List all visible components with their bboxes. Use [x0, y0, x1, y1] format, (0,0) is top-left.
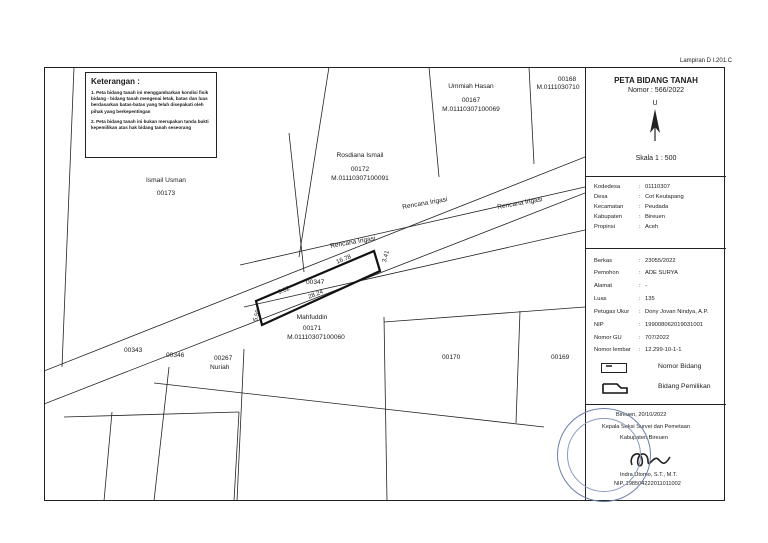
parcel-number-label: 00173	[156, 190, 176, 197]
signature-place-date: Bireuen, 20/10/2022	[616, 412, 667, 418]
parcel-nib-label: M.01110307100091	[331, 175, 389, 182]
keterangan-box: Keterangan : 1. Peta bidang tanah ini me…	[85, 72, 217, 158]
divider	[586, 248, 726, 249]
signature-name: Indra Utomo, S.T., M.T.	[620, 472, 678, 478]
map-frame	[44, 67, 725, 501]
parcel-number-label: 00343	[124, 347, 143, 354]
panel-title: PETA BIDANG TANAH	[614, 76, 698, 85]
parcel-map	[44, 67, 585, 501]
parcel-number-label: 00346	[166, 352, 185, 359]
legend-nomor-bidang-symbol	[601, 363, 627, 373]
subject-parcel	[254, 249, 382, 327]
divider	[586, 404, 726, 405]
subject-parcel-number: 00347	[306, 279, 325, 286]
keterangan-item: 1. Peta bidang tanah ini menggambarkan k…	[91, 90, 209, 114]
parcel-nib-label: M.01110307100069	[442, 106, 500, 113]
parcel-number-label: 00169	[551, 354, 570, 361]
scale-label: Skala 1 : 500	[635, 155, 677, 162]
divider	[586, 176, 726, 177]
north-letter: U	[652, 100, 658, 107]
parcel-number-label: 00172	[350, 166, 370, 173]
parcel-number-label: 00170	[442, 354, 461, 361]
legend-label: Nomor Bidang	[658, 363, 702, 370]
parcel-owner-label: Rosdiana Ismail	[336, 152, 384, 159]
parcel-number-label: 00167	[461, 97, 481, 104]
parcel-nib-label: M.0111030710	[536, 84, 580, 91]
parcel-number-label: 00267	[214, 355, 233, 362]
signature-nip: NIP. 198504222011011002	[614, 481, 681, 487]
lampiran-label: Lampiran D I.201.C	[680, 58, 733, 64]
signature-position: Kepala Seksi Survei dan Pemetaan	[602, 424, 691, 430]
keterangan-title: Keterangan :	[91, 77, 140, 86]
legend-bidang-pemilikan-symbol	[602, 383, 628, 394]
parcel-nib-label: M.01110307100060	[287, 334, 345, 341]
parcel-number-label: 00171	[302, 325, 322, 332]
parcel-owner-label: Mahfuddin	[296, 314, 328, 321]
keterangan-item: 2. Peta bidang tanah ini bukan merupakan…	[91, 118, 209, 130]
north-arrow-icon: U	[647, 100, 663, 148]
parcel-number-label: 00168	[557, 76, 577, 83]
parcel-owner-label: Ismail Usman	[146, 177, 186, 184]
panel-number: Nomor : 566/2022	[627, 87, 685, 94]
parcel-owner-label: Nuriah	[210, 364, 230, 371]
legend-label: Bidang Pemilikan	[658, 383, 711, 390]
parcel-owner-label: Ummiah Hasan	[448, 83, 494, 90]
official-stamp-icon	[557, 408, 651, 502]
